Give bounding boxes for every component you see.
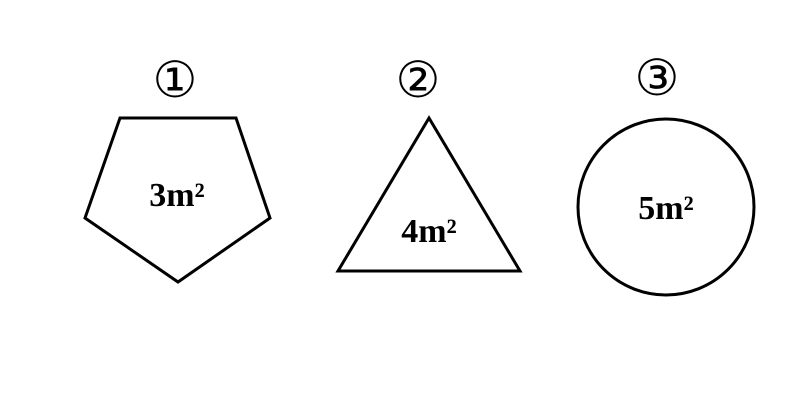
shape-2-group: ② 4m² bbox=[335, 51, 523, 273]
circle-shape bbox=[576, 117, 756, 297]
shape-3-area-label: 5m² bbox=[638, 190, 694, 227]
shape-1-group: ① 3m² bbox=[83, 51, 272, 284]
shape-2-area-label: 4m² bbox=[401, 213, 457, 250]
shape-1-marker: ① bbox=[153, 51, 198, 109]
shape-2-marker: ② bbox=[396, 51, 441, 109]
pentagon-shape bbox=[83, 116, 272, 284]
shape-1-area-label: 3m² bbox=[149, 177, 205, 214]
shape-3-group: ③ 5m² bbox=[576, 49, 756, 297]
triangle-shape bbox=[335, 115, 523, 273]
shape-3-marker: ③ bbox=[635, 49, 680, 107]
